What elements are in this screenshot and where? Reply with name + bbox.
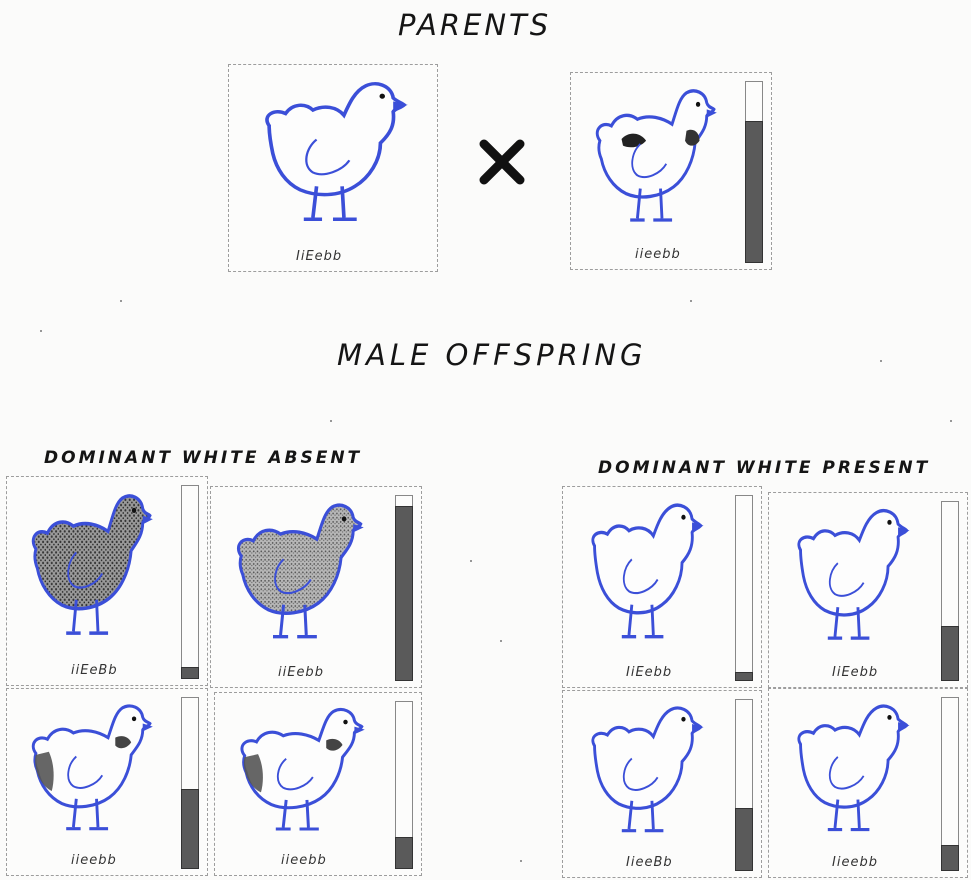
- male-offspring-title: MALE OFFSPRING: [337, 338, 647, 372]
- genotype-label: Iieebb: [832, 855, 878, 870]
- genotype-label: iieebb: [635, 247, 681, 262]
- chicken-illustration: [563, 691, 710, 844]
- chicken-illustration: [7, 689, 155, 842]
- genotype-label: iieebb: [71, 853, 117, 868]
- chicken-illustration: [211, 487, 366, 651]
- parent-female-card: iieebb: [570, 72, 772, 270]
- chicken-illustration: [229, 65, 416, 234]
- offspring-present-2: IiEebb: [768, 492, 968, 688]
- chicken-illustration: [215, 693, 367, 842]
- chicken-illustration: [571, 73, 719, 234]
- scan-speck: [690, 300, 692, 302]
- color-scale-bar: [395, 506, 413, 681]
- color-scale-bar: [745, 121, 763, 263]
- genotype-label: IiEebb: [832, 665, 878, 680]
- parent-male-card: IiEebb: [228, 64, 438, 272]
- genotype-label: IieeBb: [626, 855, 673, 870]
- color-scale-bar: [735, 672, 753, 681]
- genotype-label: IiEebb: [626, 665, 672, 680]
- offspring-absent-3: iieebb: [6, 688, 208, 876]
- scan-speck: [950, 420, 952, 422]
- offspring-absent-2: iiEebb: [210, 486, 422, 688]
- scan-speck: [120, 300, 122, 302]
- parents-title: PARENTS: [398, 8, 551, 42]
- chicken-illustration: [563, 487, 710, 651]
- offspring-present-1: IiEebb: [562, 486, 762, 688]
- cross-symbol-icon: [478, 138, 526, 186]
- scan-speck: [500, 640, 502, 642]
- scan-speck: [470, 560, 472, 562]
- chicken-illustration: [7, 477, 155, 648]
- chicken-illustration: [769, 689, 916, 843]
- offspring-absent-4: iieebb: [214, 692, 422, 876]
- color-scale-bar: [735, 808, 753, 871]
- scan-speck: [330, 420, 332, 422]
- scan-speck: [520, 860, 522, 862]
- color-scale-bar: [941, 626, 959, 681]
- dominant-white-present-title: DOMINANT WHITE PRESENT: [598, 458, 930, 478]
- color-scale-bar: [181, 667, 199, 679]
- genotype-label: IiEebb: [296, 249, 342, 264]
- offspring-absent-1: iiEeBb: [6, 476, 208, 686]
- genotype-label: iieebb: [281, 853, 327, 868]
- dominant-white-absent-title: DOMINANT WHITE ABSENT: [44, 448, 362, 468]
- color-scale-bar: [181, 789, 199, 869]
- genotype-label: iiEeBb: [71, 663, 118, 678]
- color-scale-frame: [181, 485, 199, 679]
- genotype-label: iiEebb: [278, 665, 324, 680]
- offspring-present-3: IieeBb: [562, 690, 762, 878]
- scan-speck: [880, 360, 882, 362]
- color-scale-bar: [941, 845, 959, 871]
- color-scale-frame: [735, 495, 753, 681]
- offspring-present-4: Iieebb: [768, 688, 968, 878]
- chicken-illustration: [769, 493, 916, 652]
- color-scale-bar: [395, 837, 413, 869]
- scan-speck: [40, 330, 42, 332]
